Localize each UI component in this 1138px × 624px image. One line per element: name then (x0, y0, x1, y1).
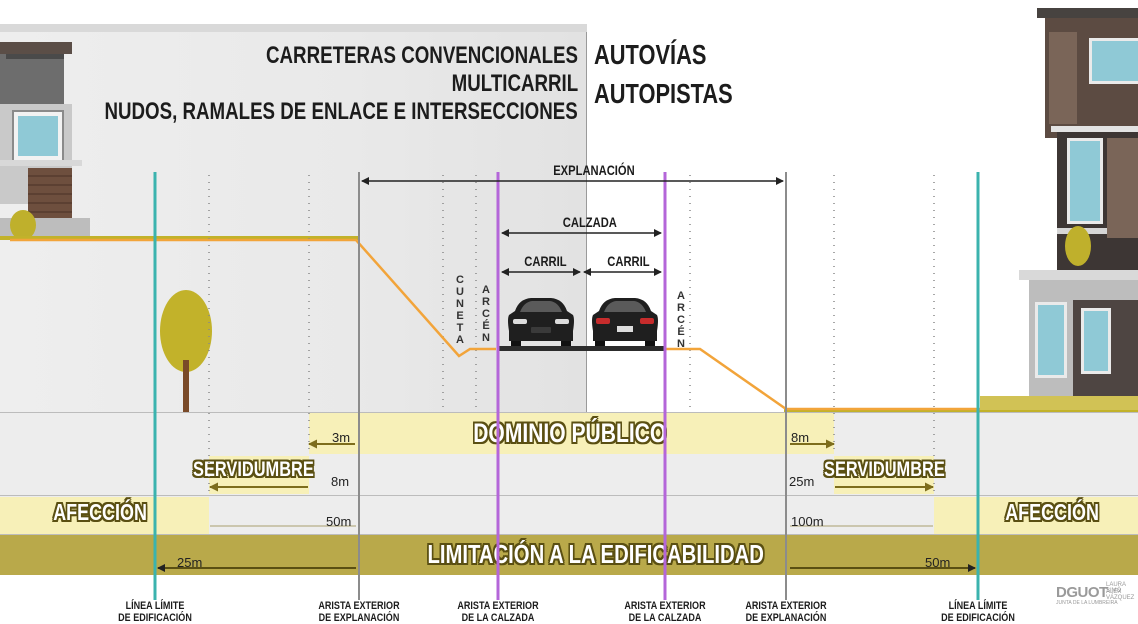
dotted-guides (208, 175, 935, 496)
left-ground (0, 236, 360, 240)
left-top-gray-strip (0, 24, 587, 32)
header-autovias: AUTOVÍAS (594, 39, 707, 70)
arista-expl-right-line2: DE EXPLANACIÓN (745, 612, 827, 624)
dominio-publico-band (360, 413, 786, 454)
header-autopistas: AUTOPISTAS (594, 78, 733, 109)
afeccion-right-band (934, 497, 1138, 534)
bottom-label-arista-expl-right: ARISTA EXTERIOR DE EXPLANACIÓN (733, 600, 840, 624)
explanacion-label: EXPLANACIÓN (553, 162, 635, 178)
dominio-publico-label: DOMINIO PÚBLICO (473, 418, 667, 448)
bottom-label-arista-expl-left: ARISTA EXTERIOR DE EXPLANACIÓN (306, 600, 413, 624)
linea-right-line1: LÍNEA LÍMITE (948, 600, 1008, 612)
measure-afec-right: 100m (791, 514, 824, 529)
bottom-label-arista-calz-left: ARISTA EXTERIOR DE LA CALZADA (445, 600, 552, 624)
arista-calz-right-line2: DE LA CALZADA (628, 612, 702, 624)
measure-serv-right: 25m (789, 474, 815, 489)
bottom-label-linea-left: LÍNEA LÍMITE DE EDIFICACIÓN (102, 600, 209, 624)
linea-left-line2: DE EDIFICACIÓN (118, 612, 192, 624)
afeccion-left-label: AFECCIÓN (53, 499, 147, 525)
left-house (0, 42, 90, 240)
motorway-zone-divider (586, 24, 587, 534)
left-bush (10, 210, 36, 240)
right-lawn (980, 396, 1138, 410)
afeccion-left-band (0, 497, 209, 534)
car-front (508, 298, 574, 346)
tree-canopy (160, 290, 212, 372)
calzada-pavement (498, 346, 664, 351)
linea-right-line2: DE EDIFICACIÓN (941, 612, 1015, 624)
band-row-2 (0, 455, 1138, 496)
header-multicarril: MULTICARRIL (451, 70, 578, 97)
credit-logo: DGUOT (1056, 584, 1108, 601)
conventional-road-shaded-zone (0, 24, 587, 412)
header-conventional-roads: CARRETERAS CONVENCIONALES (265, 42, 578, 69)
arista-expl-right-line1: ARISTA EXTERIOR (745, 600, 827, 612)
arista-calz-left-line1: ARISTA EXTERIOR (457, 600, 539, 612)
arcen-right-text: ARCÉN (675, 290, 687, 350)
linea-left-line1: LÍNEA LÍMITE (125, 600, 185, 612)
credit-line2: ALEX VÁZQUEZ (1106, 589, 1135, 601)
arcen-left-text: ARCÉN (480, 284, 492, 344)
measure-lim-right: 50m (925, 555, 951, 570)
bottom-label-linea-right: LÍNEA LÍMITE DE EDIFICACIÓN (925, 600, 1032, 624)
right-building (1019, 8, 1138, 412)
bottom-label-arista-calz-right: ARISTA EXTERIOR DE LA CALZADA (612, 600, 719, 624)
limitacion-label: LIMITACIÓN A LA EDIFICABILIDAD (427, 539, 764, 569)
header-nudos-ramales: NUDOS, RAMALES DE ENLACE E INTERSECCIONE… (104, 98, 578, 125)
cuneta-text: CUNETA (454, 274, 466, 346)
arista-expl-left-line1: ARISTA EXTERIOR (318, 600, 400, 612)
credit-line3: JUNTA DE LA LUMBREIRA (1056, 600, 1118, 606)
measure-lim-left: 25m (177, 555, 203, 570)
arcen-left-label: ARCÉN (479, 284, 493, 347)
cuneta-label: CUNETA (453, 274, 467, 349)
afeccion-right-label: AFECCIÓN (1005, 499, 1099, 525)
credit-line1: LAURA SIMÓ (1106, 582, 1126, 594)
arcen-right-label: ARCÉN (674, 290, 688, 353)
car-rear (592, 298, 658, 346)
servidumbre-right-label: SERVIDUMBRE (824, 458, 945, 481)
arista-calz-left-line2: DE LA CALZADA (461, 612, 535, 624)
arista-calz-right-line1: ARISTA EXTERIOR (624, 600, 706, 612)
right-ground (784, 408, 1138, 413)
measure-afec-left: 50m (326, 514, 352, 529)
carril-right-label: CARRIL (607, 253, 650, 269)
measure-dp-right: 8m (791, 430, 810, 445)
dominio-publico-band-left-ext (309, 413, 360, 454)
calzada-label: CALZADA (562, 214, 617, 230)
credit-block: DGUOT LAURA SIMÓ ALEX VÁZQUEZ JUNTA DE L… (1056, 582, 1136, 608)
carril-left-label: CARRIL (524, 253, 567, 269)
servidumbre-left-label: SERVIDUMBRE (193, 458, 314, 481)
measure-serv-left: 8m (331, 474, 350, 489)
terrain-profile (10, 238, 980, 411)
measure-dp-left: 3m (332, 430, 351, 445)
arista-expl-left-line2: DE EXPLANACIÓN (318, 612, 400, 624)
tree-trunk (183, 360, 189, 412)
